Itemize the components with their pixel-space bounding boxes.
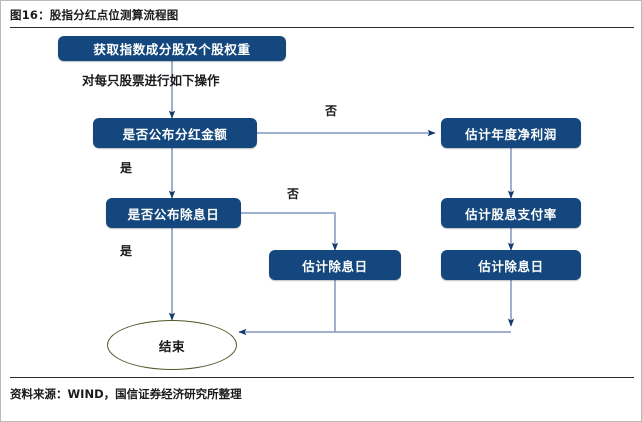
node-estimate-exdate-right[interactable]: 估计除息日 bbox=[441, 250, 581, 280]
node-estimate-net-profit-label: 估计年度净利润 bbox=[465, 126, 557, 142]
edge-label-no-net-profit-text: 否 bbox=[325, 104, 338, 118]
node-decision-exdate-published[interactable]: 是否公布除息日 bbox=[106, 198, 241, 228]
node-decision-dividend-amount-label: 是否公布分红金额 bbox=[122, 126, 228, 142]
edge-label-yes-exdate-decision: 是 bbox=[120, 159, 132, 176]
edge-label-no-exdate-middle-text: 否 bbox=[287, 187, 300, 201]
node-estimate-payout-ratio-label: 估计股息支付率 bbox=[465, 206, 557, 222]
node-estimate-exdate-middle-label: 估计除息日 bbox=[302, 258, 368, 274]
node-decision-dividend-amount[interactable]: 是否公布分红金额 bbox=[93, 118, 257, 148]
figure-title: 图16：股指分红点位测算流程图 bbox=[10, 8, 179, 22]
node-estimate-payout-ratio[interactable]: 估计股息支付率 bbox=[441, 198, 581, 228]
figure-source: 资料来源：WIND，国信证券经济研究所整理 bbox=[10, 387, 242, 401]
per-stock-note: 对每只股票进行如下操作 bbox=[82, 70, 220, 89]
edge-label-no-exdate-middle: 否 bbox=[287, 185, 299, 202]
edge-label-yes-end: 是 bbox=[120, 242, 132, 259]
edge-label-yes-exdate-decision-text: 是 bbox=[120, 161, 133, 175]
flowchart-canvas: estimate net profit --> decision(ex-date… bbox=[1, 29, 641, 375]
node-estimate-net-profit[interactable]: 估计年度净利润 bbox=[441, 118, 581, 148]
node-end-label: 结束 bbox=[158, 338, 186, 354]
node-end[interactable]: 结束 bbox=[107, 320, 237, 370]
edge-label-yes-end-text: 是 bbox=[120, 244, 133, 258]
flowchart-connectors: estimate net profit --> decision(ex-date… bbox=[168, 61, 515, 336]
edge-label-no-net-profit: 否 bbox=[325, 102, 337, 119]
source-divider bbox=[10, 377, 634, 378]
node-decision-exdate-published-label: 是否公布除息日 bbox=[127, 206, 220, 222]
node-estimate-exdate-right-label: 估计除息日 bbox=[478, 258, 544, 274]
title-divider bbox=[10, 27, 634, 28]
node-start-label: 获取指数成分股及个股权重 bbox=[93, 42, 251, 57]
node-start[interactable]: 获取指数成分股及个股权重 bbox=[58, 36, 286, 61]
per-stock-note-text: 对每只股票进行如下操作 bbox=[82, 73, 220, 88]
node-estimate-exdate-middle[interactable]: 估计除息日 bbox=[269, 250, 401, 280]
